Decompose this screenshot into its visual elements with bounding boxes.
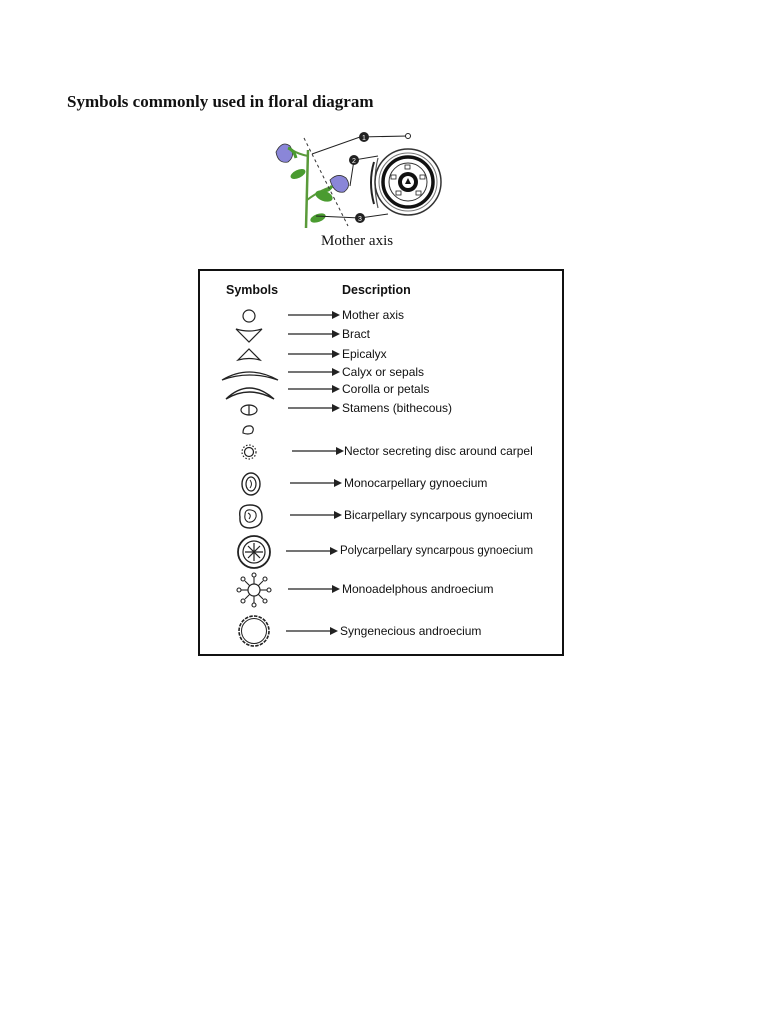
arrow-icon: [286, 627, 338, 635]
row-label: Monoadelphous androecium: [342, 582, 494, 596]
syngenecious-icon: [238, 615, 270, 647]
mother-axis-circle-icon: [242, 309, 256, 323]
symbol-row: Epicalyx: [200, 346, 562, 362]
symbol-row: Bract: [200, 326, 562, 343]
symbol-row: Corolla or petals: [200, 381, 562, 400]
symbol-row: Nector secreting disc around carpel: [200, 443, 562, 460]
marker-1: 1: [362, 135, 366, 142]
arrow-icon: [286, 547, 338, 555]
symbol-row: Bicarpellary syncarpous gynoecium: [200, 504, 562, 529]
corolla-icon: [225, 387, 275, 400]
stamen-monothecous-icon: [242, 425, 254, 435]
description-column-header: Description: [342, 283, 411, 297]
arrow-icon: [288, 404, 340, 412]
arrow-icon: [288, 330, 340, 338]
row-label: Monocarpellary gynoecium: [344, 476, 488, 490]
row-label: Bract: [342, 327, 371, 341]
epicalyx-icon: [235, 348, 263, 362]
nectar-disc-icon: [241, 444, 257, 460]
symbol-row: Monoadelphous androecium: [200, 572, 562, 608]
row-label: Stamens (bithecous): [342, 401, 453, 415]
symbol-row: Mother axis: [200, 307, 562, 323]
monoadelphous-icon: [236, 572, 272, 608]
arrow-icon: [290, 511, 342, 519]
marker-3: 3: [358, 216, 362, 223]
row-label: Nector secreting disc around carpel: [344, 444, 533, 458]
bract-icon: [235, 328, 263, 343]
row-label: Mother axis: [342, 308, 405, 322]
polycarpellary-icon: [237, 535, 271, 569]
page-heading: Symbols commonly used in floral diagram: [67, 92, 374, 111]
bicarpellary-icon: [239, 504, 263, 529]
row-label: Polycarpellary syncarpous gynoecium: [340, 545, 534, 557]
stamen-bithecous-icon: [240, 404, 258, 416]
symbol-row: Stamens (bithecous): [200, 400, 562, 416]
arrow-icon: [288, 385, 340, 393]
arrow-icon: [292, 447, 344, 455]
row-label: Epicalyx: [342, 347, 387, 361]
symbol-row: Syngenecious androecium: [200, 615, 562, 647]
arrow-icon: [290, 479, 342, 487]
arrow-icon: [288, 350, 340, 358]
symbols-column-header: Symbols: [226, 283, 279, 297]
row-label: Bicarpellary syncarpous gynoecium: [344, 508, 533, 522]
arrow-icon: [288, 585, 340, 593]
symbol-row: Calyx or sepals: [200, 364, 562, 381]
calyx-icon: [221, 371, 279, 381]
row-label: Corolla or petals: [342, 382, 430, 396]
row-label: Calyx or sepals: [342, 365, 425, 379]
symbol-row: Monocarpellary gynoecium: [200, 472, 562, 496]
symbol-row: Polycarpellary syncarpous gynoecium: [200, 535, 562, 569]
floral-diagram-figure: 1 2 3: [268, 128, 450, 236]
monocarpellary-icon: [241, 472, 261, 496]
row-label: Syngenecious androecium: [340, 624, 482, 638]
symbols-table: Symbols Description Mother axis Bract Ep…: [198, 269, 564, 656]
flower-illustration-icon: 1 2 3: [275, 132, 442, 229]
figure-caption: Mother axis: [321, 233, 394, 249]
arrow-icon: [288, 368, 340, 376]
marker-2: 2: [352, 158, 356, 165]
arrow-icon: [288, 311, 340, 319]
symbol-row: [200, 421, 562, 437]
